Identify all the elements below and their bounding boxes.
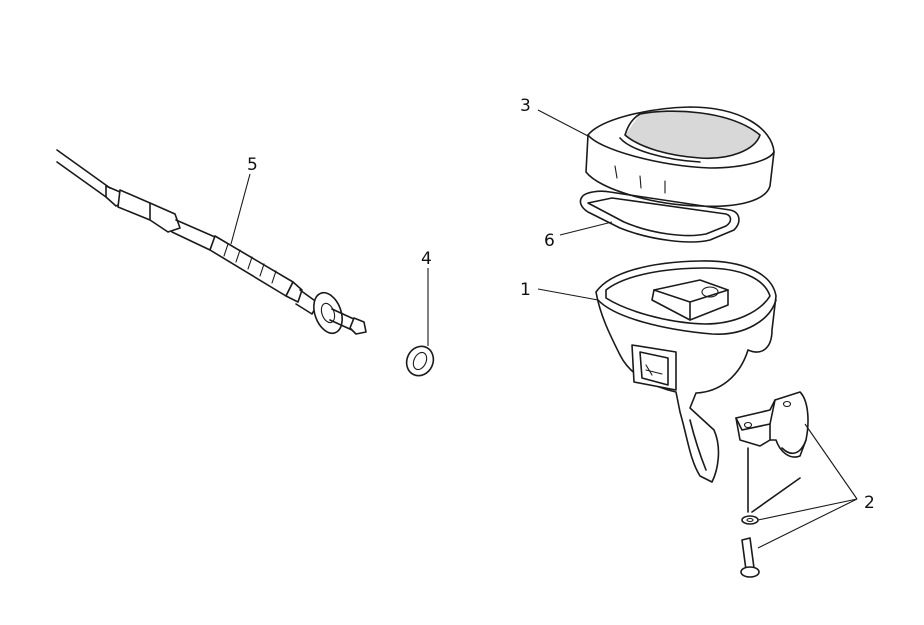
cover	[585, 106, 775, 208]
callout-3: 3	[520, 96, 531, 116]
gasket	[579, 190, 740, 243]
callout-5: 5	[247, 155, 258, 175]
clamp-hardware	[735, 391, 809, 578]
callout-4: 4	[421, 249, 432, 269]
callout-2: 2	[864, 493, 875, 513]
callout-1: 1	[520, 280, 531, 300]
washer	[405, 345, 435, 377]
leader-lines	[230, 109, 858, 549]
switch-housing	[595, 260, 777, 483]
throttle-cable	[56, 149, 367, 335]
callout-6: 6	[544, 231, 555, 251]
